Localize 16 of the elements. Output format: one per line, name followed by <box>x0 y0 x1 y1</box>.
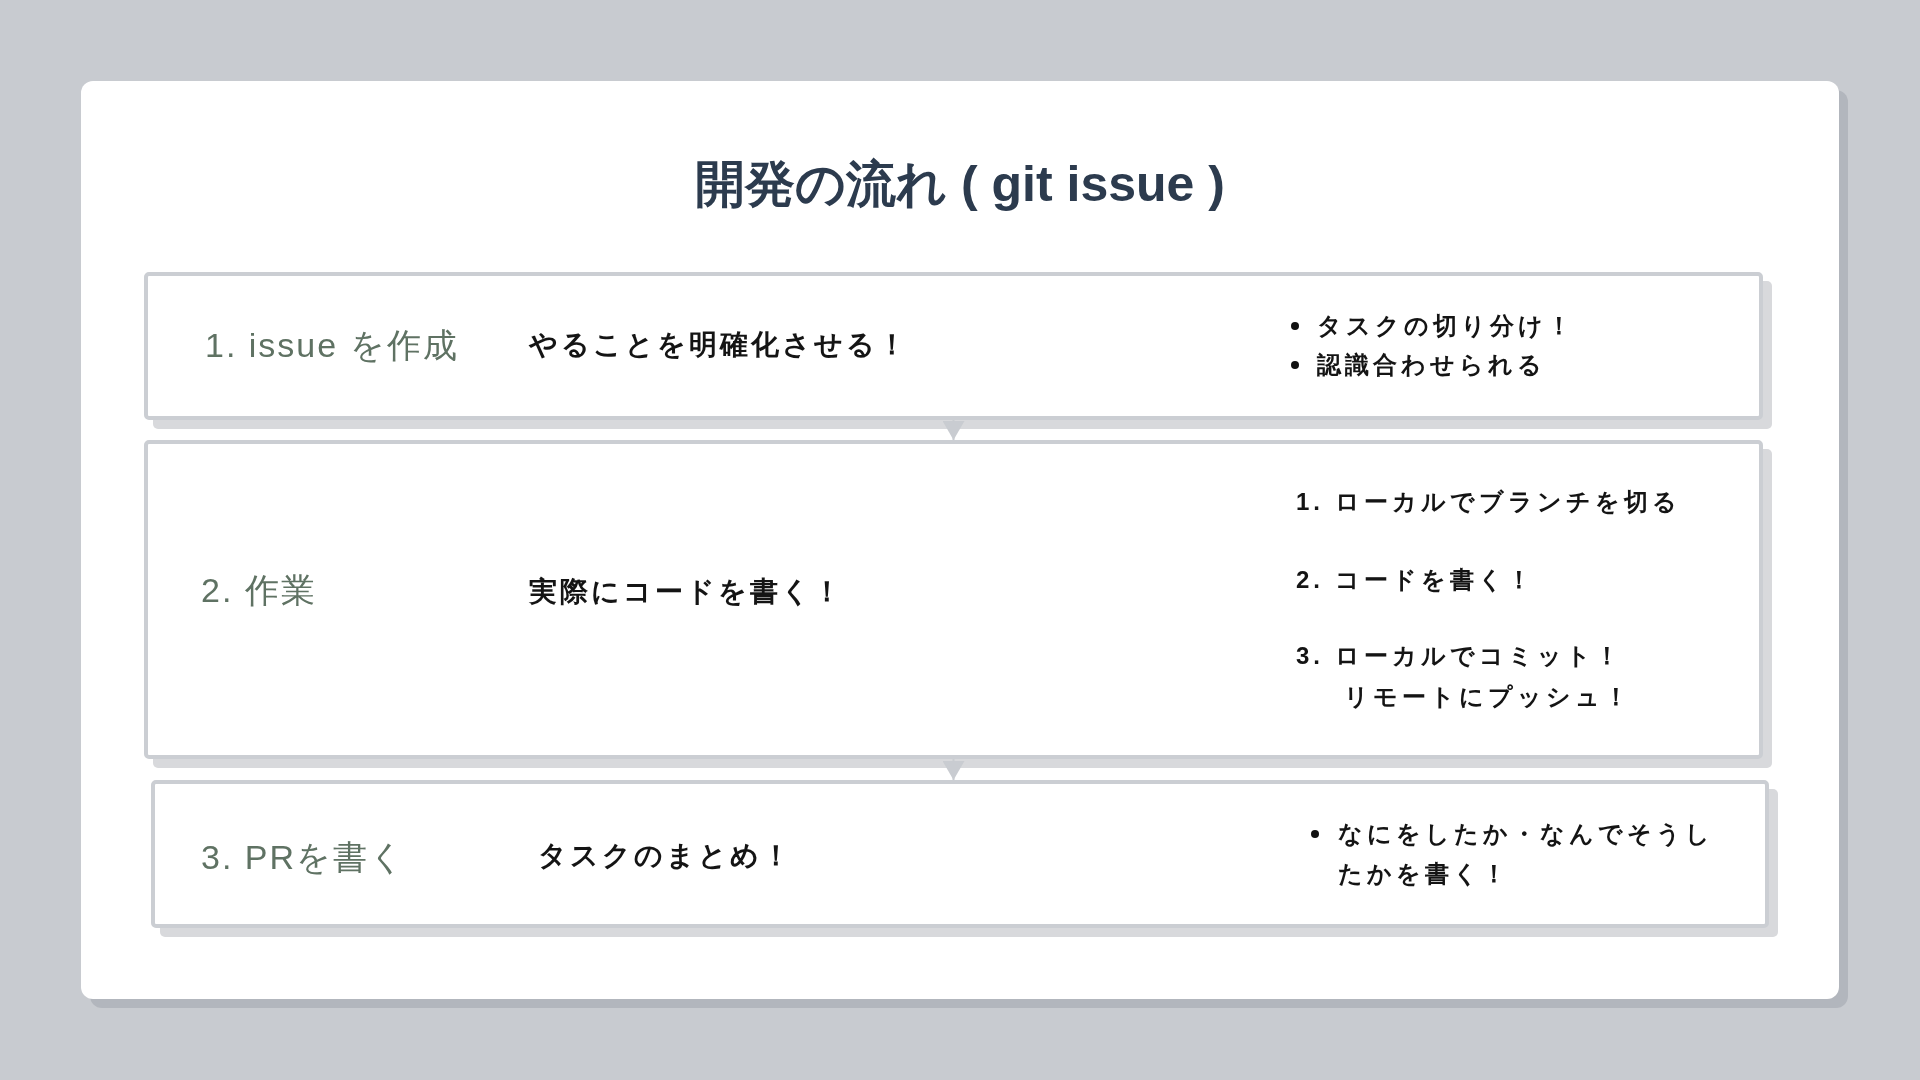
step-heading: 3. PRを書く <box>201 837 407 878</box>
step-text: タスクのまとめ！ <box>538 839 793 873</box>
list-item: 2. コードを書く！ <box>1296 565 1535 595</box>
list-item: 3. ローカルでコミット！ <box>1296 641 1623 671</box>
arrow <box>942 758 965 781</box>
step-heading: 1. issue を作成 <box>205 325 459 366</box>
list-item: なにをしたか・なんでそうしたかを書く！ <box>1338 819 1715 889</box>
list-item: 認識合わせられる <box>1317 350 1546 380</box>
step-text: やることを明確化させる！ <box>529 328 909 362</box>
title: 開発の流れ ( git issue ) <box>695 155 1225 214</box>
arrow <box>942 419 965 441</box>
list-item: リモートにプッシュ！ <box>1344 682 1632 712</box>
step-text: 実際にコードを書く！ <box>529 575 844 609</box>
step-heading: 2. 作業 <box>201 570 317 611</box>
list-item: 1. ローカルでブランチを切る <box>1296 487 1681 517</box>
list-item: タスクの切り分け！ <box>1317 311 1575 341</box>
